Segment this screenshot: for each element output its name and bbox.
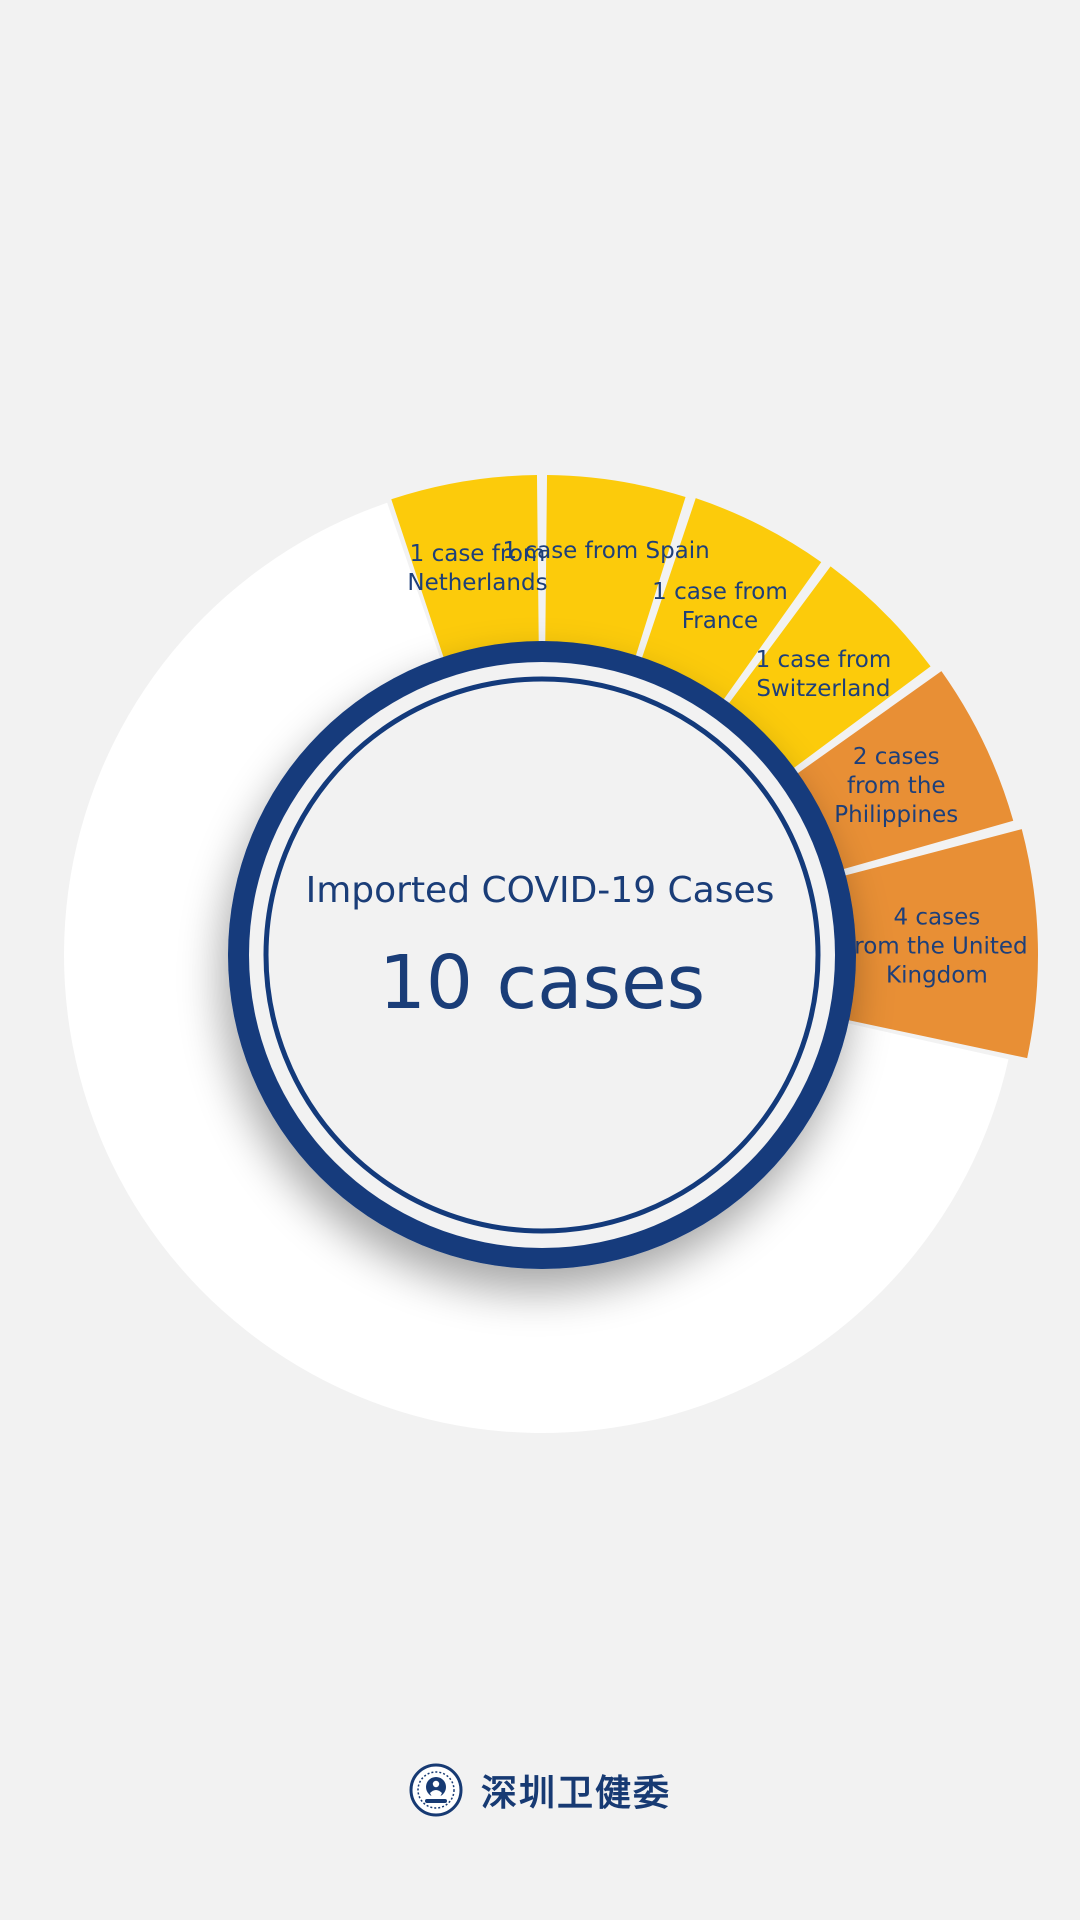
total-cases-value: 10 cases: [379, 940, 705, 1026]
pie-slice: [545, 475, 686, 669]
pie-slice: [391, 475, 539, 671]
inner-navy-line: [263, 676, 821, 1234]
remainder-arc: [63, 502, 1009, 1433]
slice-label: 1 case from Spain: [503, 538, 710, 564]
pie-slice: [637, 498, 822, 711]
footer: 深圳卫健委: [0, 1760, 1080, 1820]
org-name: 深圳卫健委: [480, 1773, 671, 1814]
pie-slice: [832, 829, 1039, 1059]
pie-slice: [720, 566, 931, 777]
chart-title: Imported COVID-19 Cases: [306, 870, 775, 911]
inner-light-ring: [249, 662, 835, 1248]
pie-slice: [786, 671, 1014, 873]
health-commission-emblem-icon: [409, 1763, 463, 1817]
